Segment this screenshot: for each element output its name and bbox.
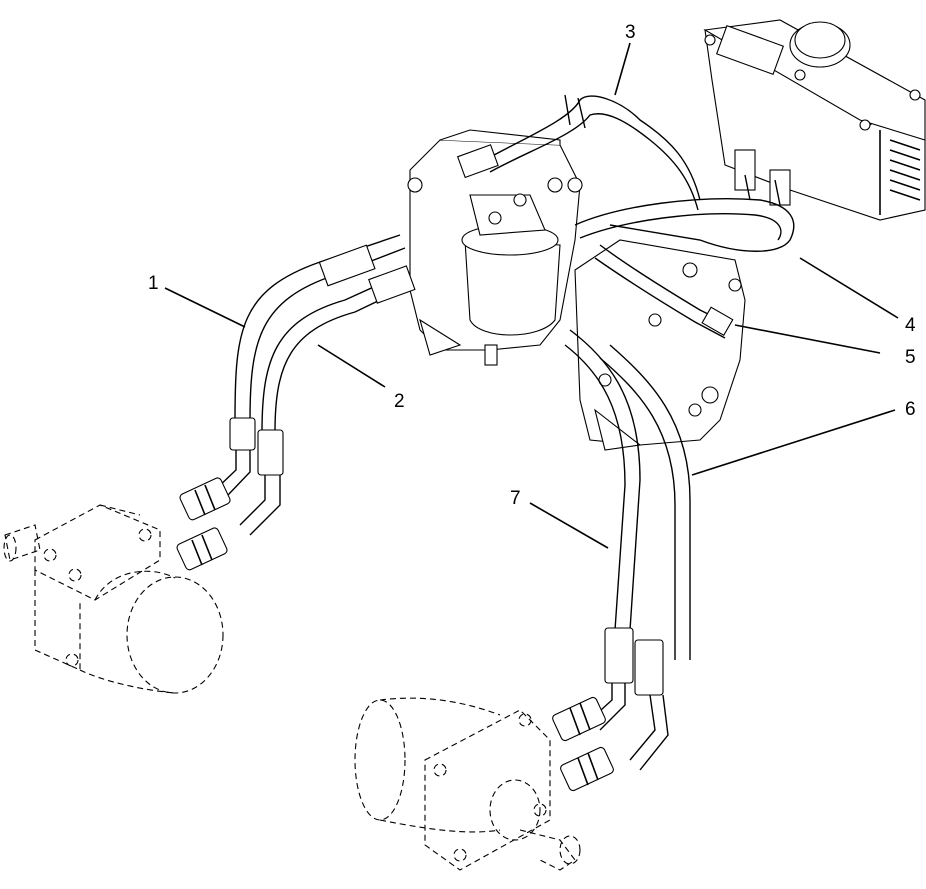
pump-assembly xyxy=(407,129,583,366)
hose-1 xyxy=(214,234,406,496)
hose-4 xyxy=(574,174,795,252)
hose-7 xyxy=(564,329,641,731)
callout-6: 6 xyxy=(905,399,916,420)
callout-2: 2 xyxy=(394,391,405,412)
wheel-motor-bottom xyxy=(354,697,581,871)
callout-leaders xyxy=(164,42,899,549)
secondary-pump xyxy=(574,239,746,451)
wheel-motor-left xyxy=(3,504,224,694)
callout-7: 7 xyxy=(510,488,521,509)
reservoir-tank xyxy=(703,19,926,221)
callout-3: 3 xyxy=(625,22,636,43)
callout-5: 5 xyxy=(905,347,916,368)
hose-5 xyxy=(594,244,734,339)
hose-3 xyxy=(456,94,701,211)
callout-1: 1 xyxy=(148,273,159,294)
hose-fittings-left xyxy=(176,477,231,571)
callout-4: 4 xyxy=(905,315,916,336)
hose-6 xyxy=(599,344,691,771)
hose-2 xyxy=(239,265,416,536)
hose-fittings-bottom xyxy=(552,696,614,792)
